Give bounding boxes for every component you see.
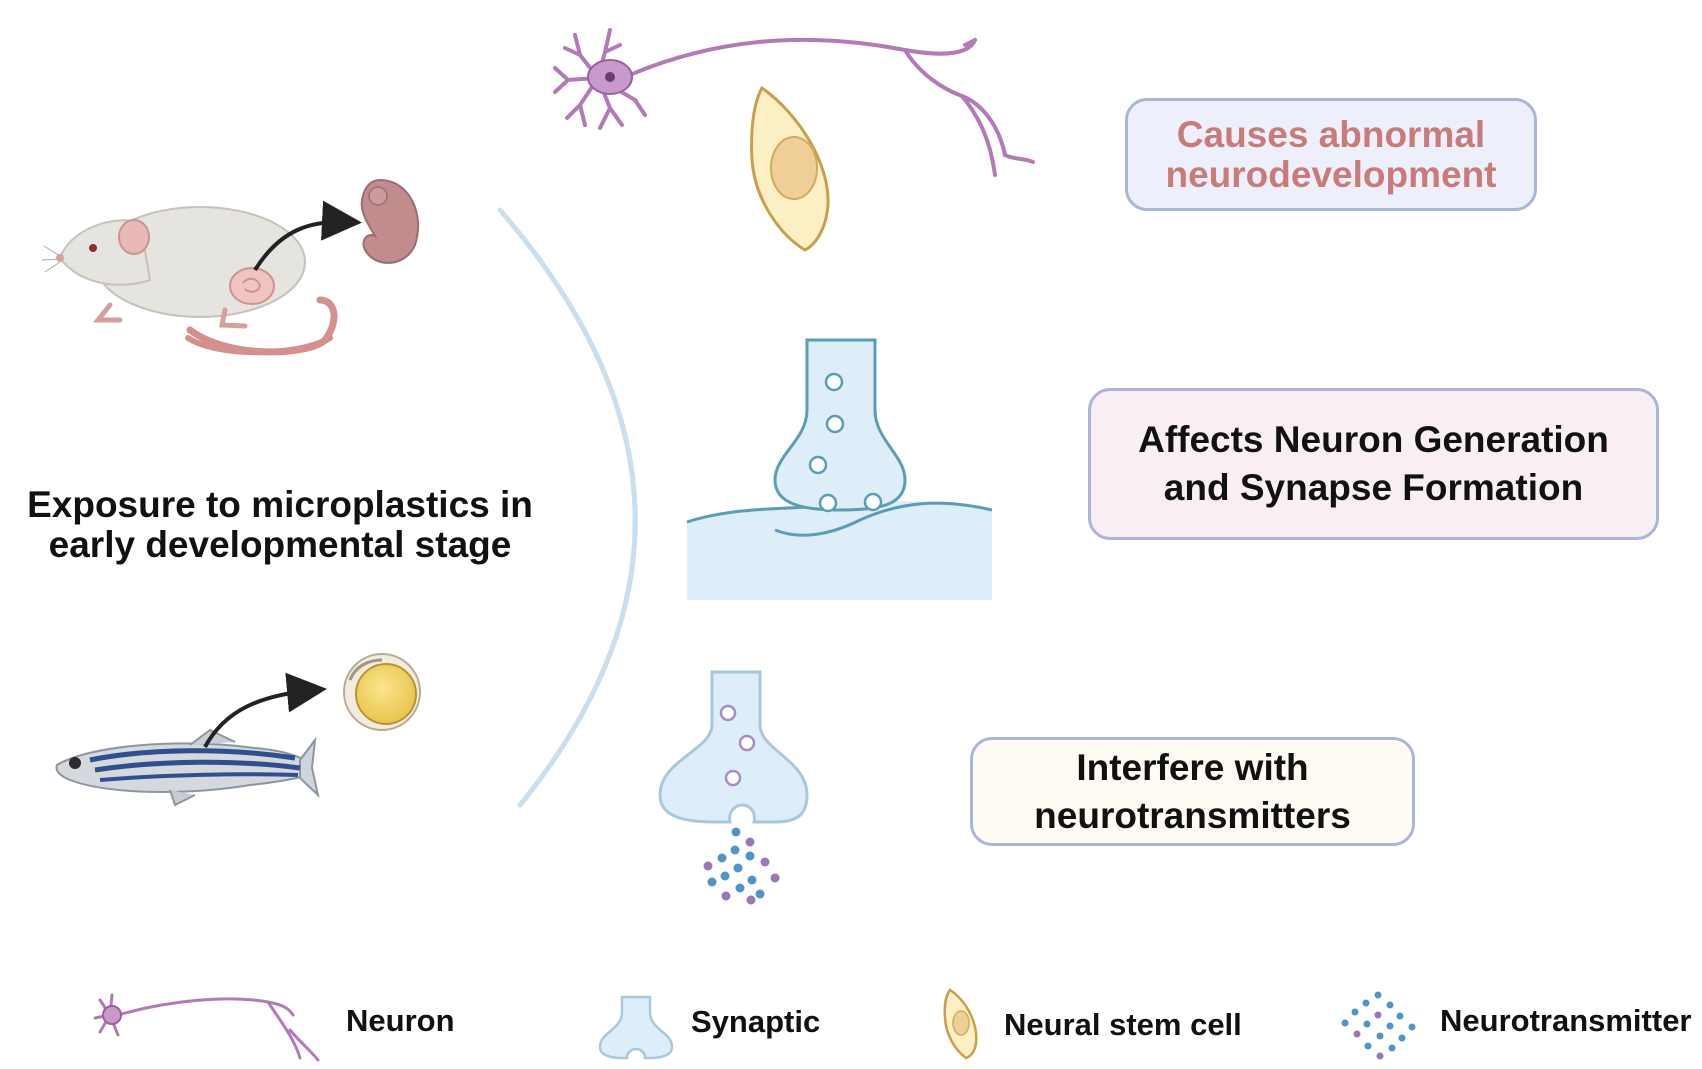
legend-neural-stem-cell-icon xyxy=(943,988,978,1060)
effect-box-abnormal-neurodevelopment: Causes abnormal neurodevelopment xyxy=(1125,98,1537,211)
separator-arc xyxy=(497,207,638,808)
legend-neuron-icon xyxy=(93,993,320,1062)
zebrafish-arrow xyxy=(203,672,327,748)
legend-label-synaptic: Synaptic xyxy=(691,1004,821,1039)
exposure-label: Exposure to microplastics in early devel… xyxy=(0,485,560,565)
effect-box-2-line-2: and Synapse Formation xyxy=(1163,467,1584,508)
exposure-label-line-2: early developmental stage xyxy=(48,524,512,565)
mouse-arrow xyxy=(253,200,362,272)
effect-box-1-line-2: neurodevelopment xyxy=(1165,153,1497,195)
neurotransmitter-release-illustration xyxy=(658,670,809,905)
zebrafish-illustration xyxy=(55,653,421,807)
synapse-illustration xyxy=(686,338,993,600)
neuron-illustration xyxy=(553,28,1035,177)
exposure-label-line-1: Exposure to microplastics in xyxy=(27,484,533,525)
fish-egg-icon xyxy=(343,653,421,731)
neural-stem-cell-illustration xyxy=(750,85,830,252)
legend-label-neural-stem-cell: Neural stem cell xyxy=(1004,1007,1242,1042)
neurotransmitter-dots xyxy=(703,827,780,905)
effect-box-neurotransmitters: Interfere with neurotransmitters xyxy=(970,737,1415,846)
effect-box-3-line-1: Interfere with xyxy=(1076,746,1309,788)
effect-box-1-line-1: Causes abnormal xyxy=(1176,113,1486,155)
legend-label-neuron: Neuron xyxy=(346,1003,455,1038)
effect-box-2-line-1: Affects Neuron Generation xyxy=(1138,419,1609,460)
mouse-illustration xyxy=(41,178,420,356)
effect-box-3-line-2: neurotransmitters xyxy=(1034,794,1351,836)
legend-label-neurotransmitter: Neurotransmitter xyxy=(1440,1003,1692,1038)
effect-box-neuron-synapse: Affects Neuron Generation and Synapse Fo… xyxy=(1088,388,1659,540)
legend-neurotransmitter-icon xyxy=(1341,991,1416,1060)
legend-synaptic-icon xyxy=(598,995,674,1060)
